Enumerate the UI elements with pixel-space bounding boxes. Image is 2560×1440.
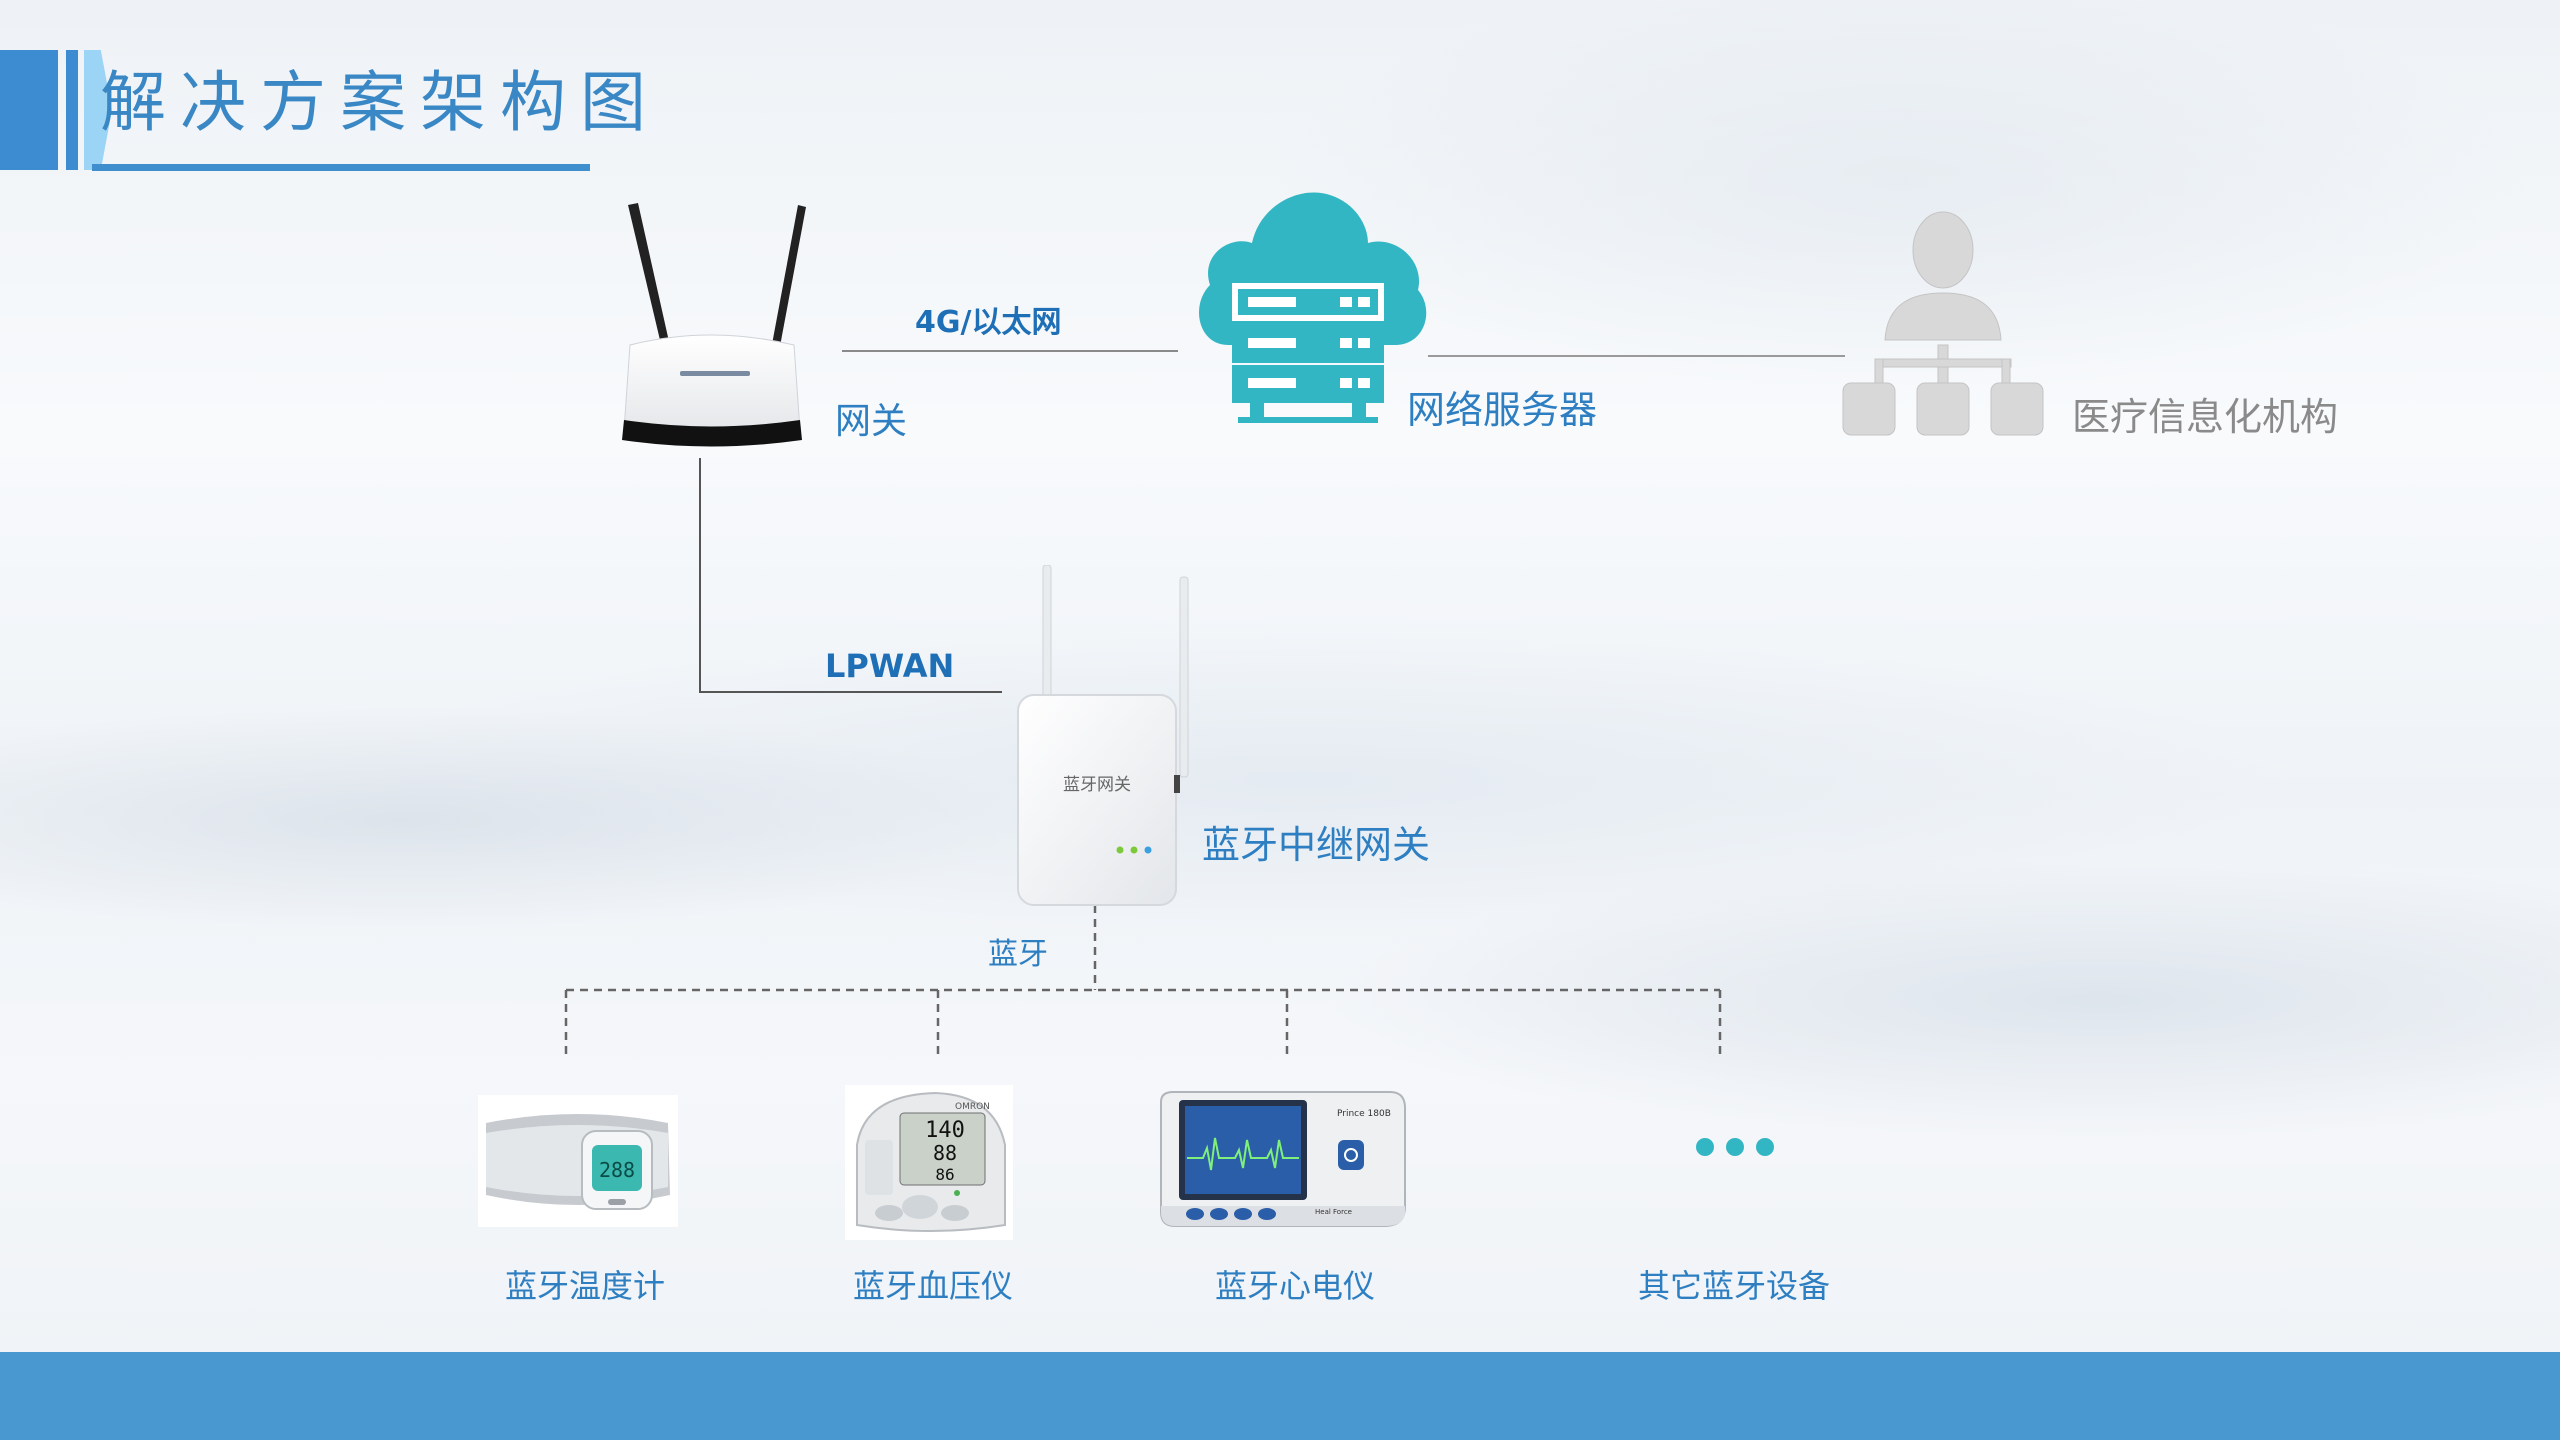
svg-text:Prince 180B: Prince 180B [1337, 1109, 1391, 1119]
svg-text:86: 86 [935, 1165, 954, 1184]
device-label-other: 其它蓝牙设备 [1638, 1267, 1831, 1305]
blood-pressure-monitor-icon: OMRON 140 88 86 [845, 1085, 1013, 1240]
device-label-blood-pressure: 蓝牙血压仪 [853, 1267, 1014, 1305]
bluetooth-gateway-icon: 蓝牙网关 [1010, 564, 1205, 910]
relay-label: 蓝牙中继网关 [1202, 823, 1431, 867]
organization-person-icon [1835, 205, 2050, 445]
svg-text:Heal Force: Heal Force [1315, 1208, 1352, 1216]
svg-text:OMRON: OMRON [955, 1102, 990, 1112]
title-accent-bar [0, 50, 58, 170]
server-label: 网络服务器 [1407, 388, 1598, 432]
link-label-4g: 4G/以太网 [915, 305, 1062, 340]
title-accent-bar-thin [66, 50, 78, 170]
svg-text:140: 140 [925, 1118, 965, 1143]
cloud-server-icon [1190, 185, 1430, 425]
link-router-relay [699, 458, 1002, 693]
page-title: 解决方案架构图 [100, 64, 660, 141]
more-dots-icon [1690, 1136, 1780, 1158]
link-label-lpwan: LPWAN [825, 647, 955, 685]
ecg-monitor-icon: Prince 180B Heal Force [1155, 1088, 1410, 1233]
org-label: 医疗信息化机构 [2072, 395, 2339, 439]
device-label-ecg: 蓝牙心电仪 [1215, 1267, 1376, 1305]
svg-text:288: 288 [599, 1158, 635, 1182]
footer-bar [0, 1352, 2560, 1440]
gateway-device-text: 蓝牙网关 [1063, 775, 1131, 795]
svg-text:88: 88 [933, 1141, 957, 1165]
link-label-bluetooth: 蓝牙 [988, 937, 1048, 972]
device-label-thermometer: 蓝牙温度计 [505, 1267, 666, 1305]
thermometer-device-icon: 288 [478, 1095, 678, 1227]
bluetooth-tree [564, 905, 1722, 1060]
wifi-router-icon [610, 195, 815, 450]
router-label: 网关 [835, 401, 908, 442]
title-underline [92, 164, 590, 171]
